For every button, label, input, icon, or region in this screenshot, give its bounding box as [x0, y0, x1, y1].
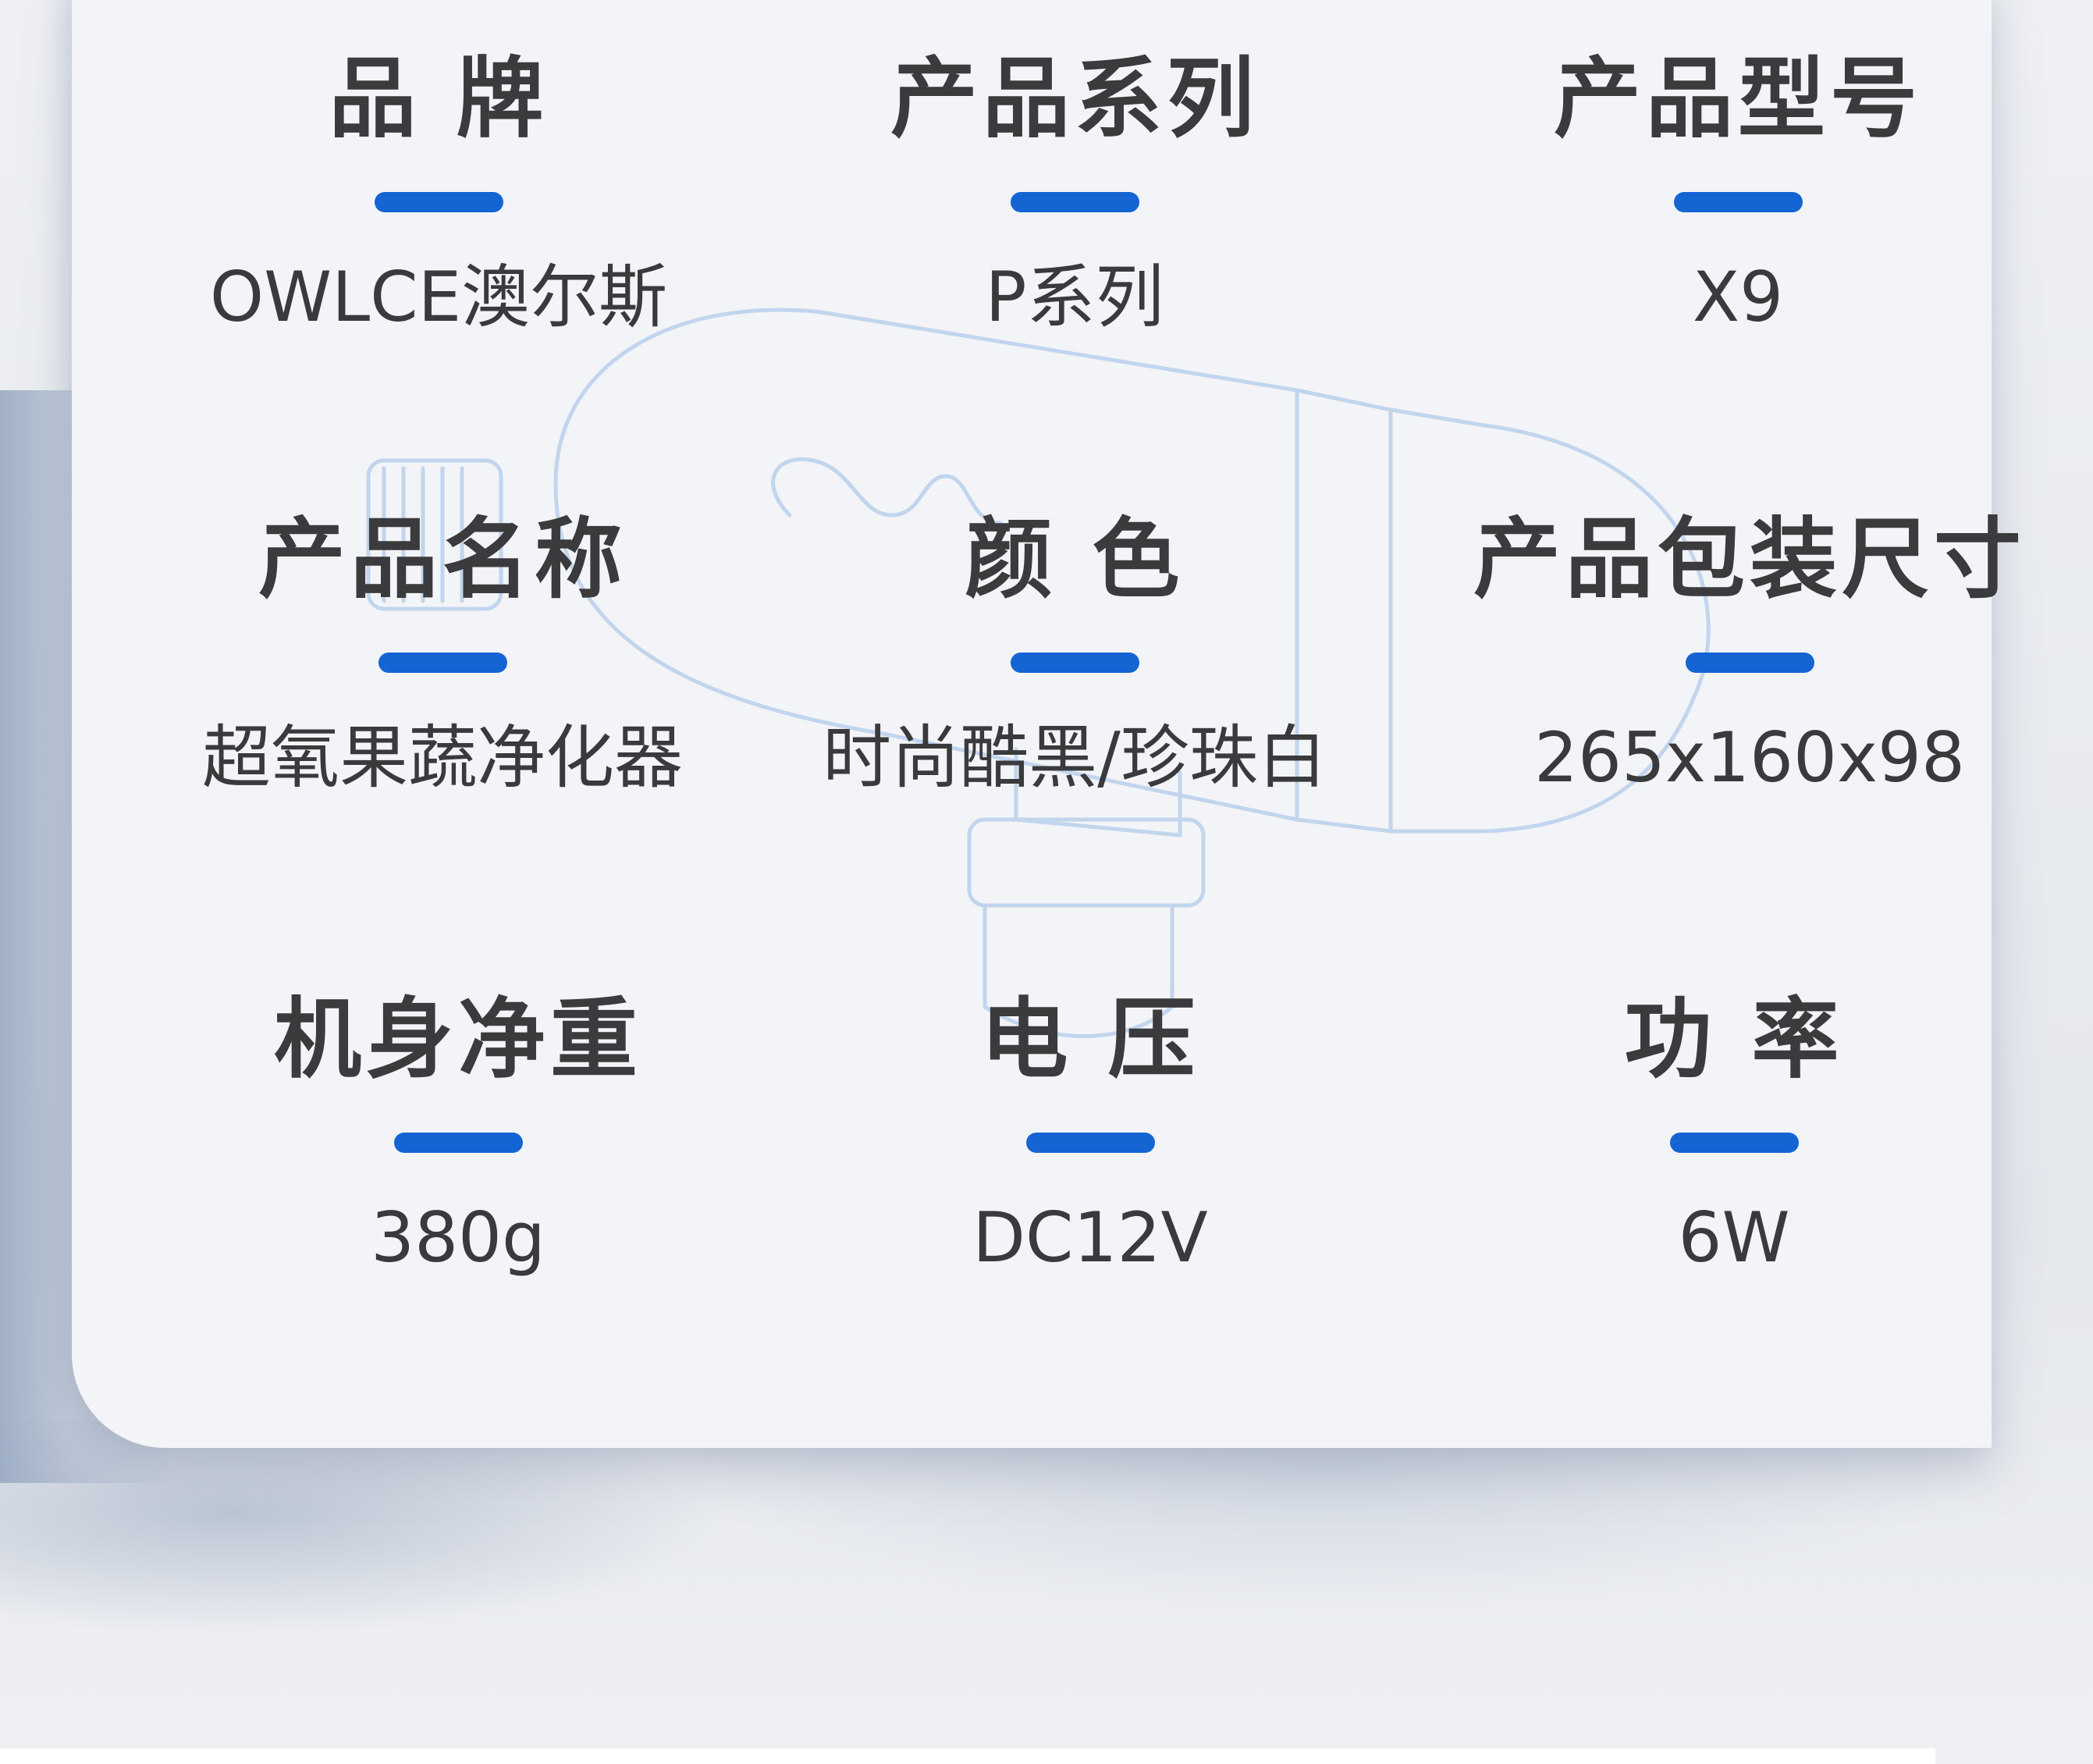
- spec-value: OWLCE澳尔斯: [209, 257, 668, 338]
- background-bottom-shade: [0, 1421, 1935, 1764]
- accent-bar: [1673, 192, 1803, 213]
- spec-value: 时尚酷黑/珍珠白: [823, 717, 1327, 798]
- spec-label: 产品系列: [890, 48, 1259, 150]
- accent-bar: [378, 653, 507, 674]
- spec-item-net-weight: 机身净重 380g: [115, 987, 801, 1278]
- spec-item-series: 产品系列 P系列: [731, 47, 1418, 337]
- accent-bar: [1025, 1133, 1155, 1154]
- spec-label: 产品包装尺寸: [1473, 509, 2026, 610]
- spec-item-voltage: 电 压 DC12V: [747, 987, 1434, 1278]
- accent-bar: [1669, 1133, 1799, 1154]
- accent-bar: [1010, 653, 1139, 674]
- spec-item-color: 颜 色 时尚酷黑/珍珠白: [731, 507, 1418, 798]
- accent-bar: [374, 192, 503, 213]
- spec-item-product-name: 产品名称 超氧果蔬净化器: [99, 507, 786, 798]
- spec-value: 6W: [1678, 1197, 1790, 1279]
- background-bottom-strip: [0, 1748, 1935, 1764]
- spec-value: P系列: [985, 257, 1164, 338]
- spec-value: 380g: [371, 1197, 545, 1279]
- spec-label: 产品型号: [1554, 48, 1922, 150]
- accent-bar: [1010, 192, 1139, 213]
- spec-label: 颜 色: [965, 509, 1185, 610]
- spec-item-brand: 品 牌 OWLCE澳尔斯: [95, 47, 782, 337]
- accent-bar: [1685, 653, 1814, 674]
- accent-bar: [393, 1133, 523, 1154]
- spec-label: 机身净重: [274, 989, 642, 1090]
- spec-item-power: 功 率 6W: [1391, 987, 2077, 1278]
- spec-value: DC12V: [972, 1197, 1208, 1279]
- spec-value: 265x160x98: [1533, 717, 1966, 798]
- spec-label: 产品名称: [258, 509, 627, 610]
- spec-label: 功 率: [1624, 989, 1844, 1090]
- spec-label: 品 牌: [329, 48, 549, 150]
- spec-item-model: 产品型号 X9: [1395, 47, 2081, 337]
- spec-card: 品 牌 OWLCE澳尔斯 产品系列 P系列 产品型号 X9 产品名称 超氧果蔬净…: [72, 0, 2021, 1448]
- spec-label: 电 压: [980, 989, 1200, 1090]
- spec-value: 超氧果蔬净化器: [201, 717, 683, 798]
- spec-value: X9: [1692, 257, 1784, 338]
- spec-item-package-size: 产品包装尺寸 265x160x98: [1406, 507, 2093, 798]
